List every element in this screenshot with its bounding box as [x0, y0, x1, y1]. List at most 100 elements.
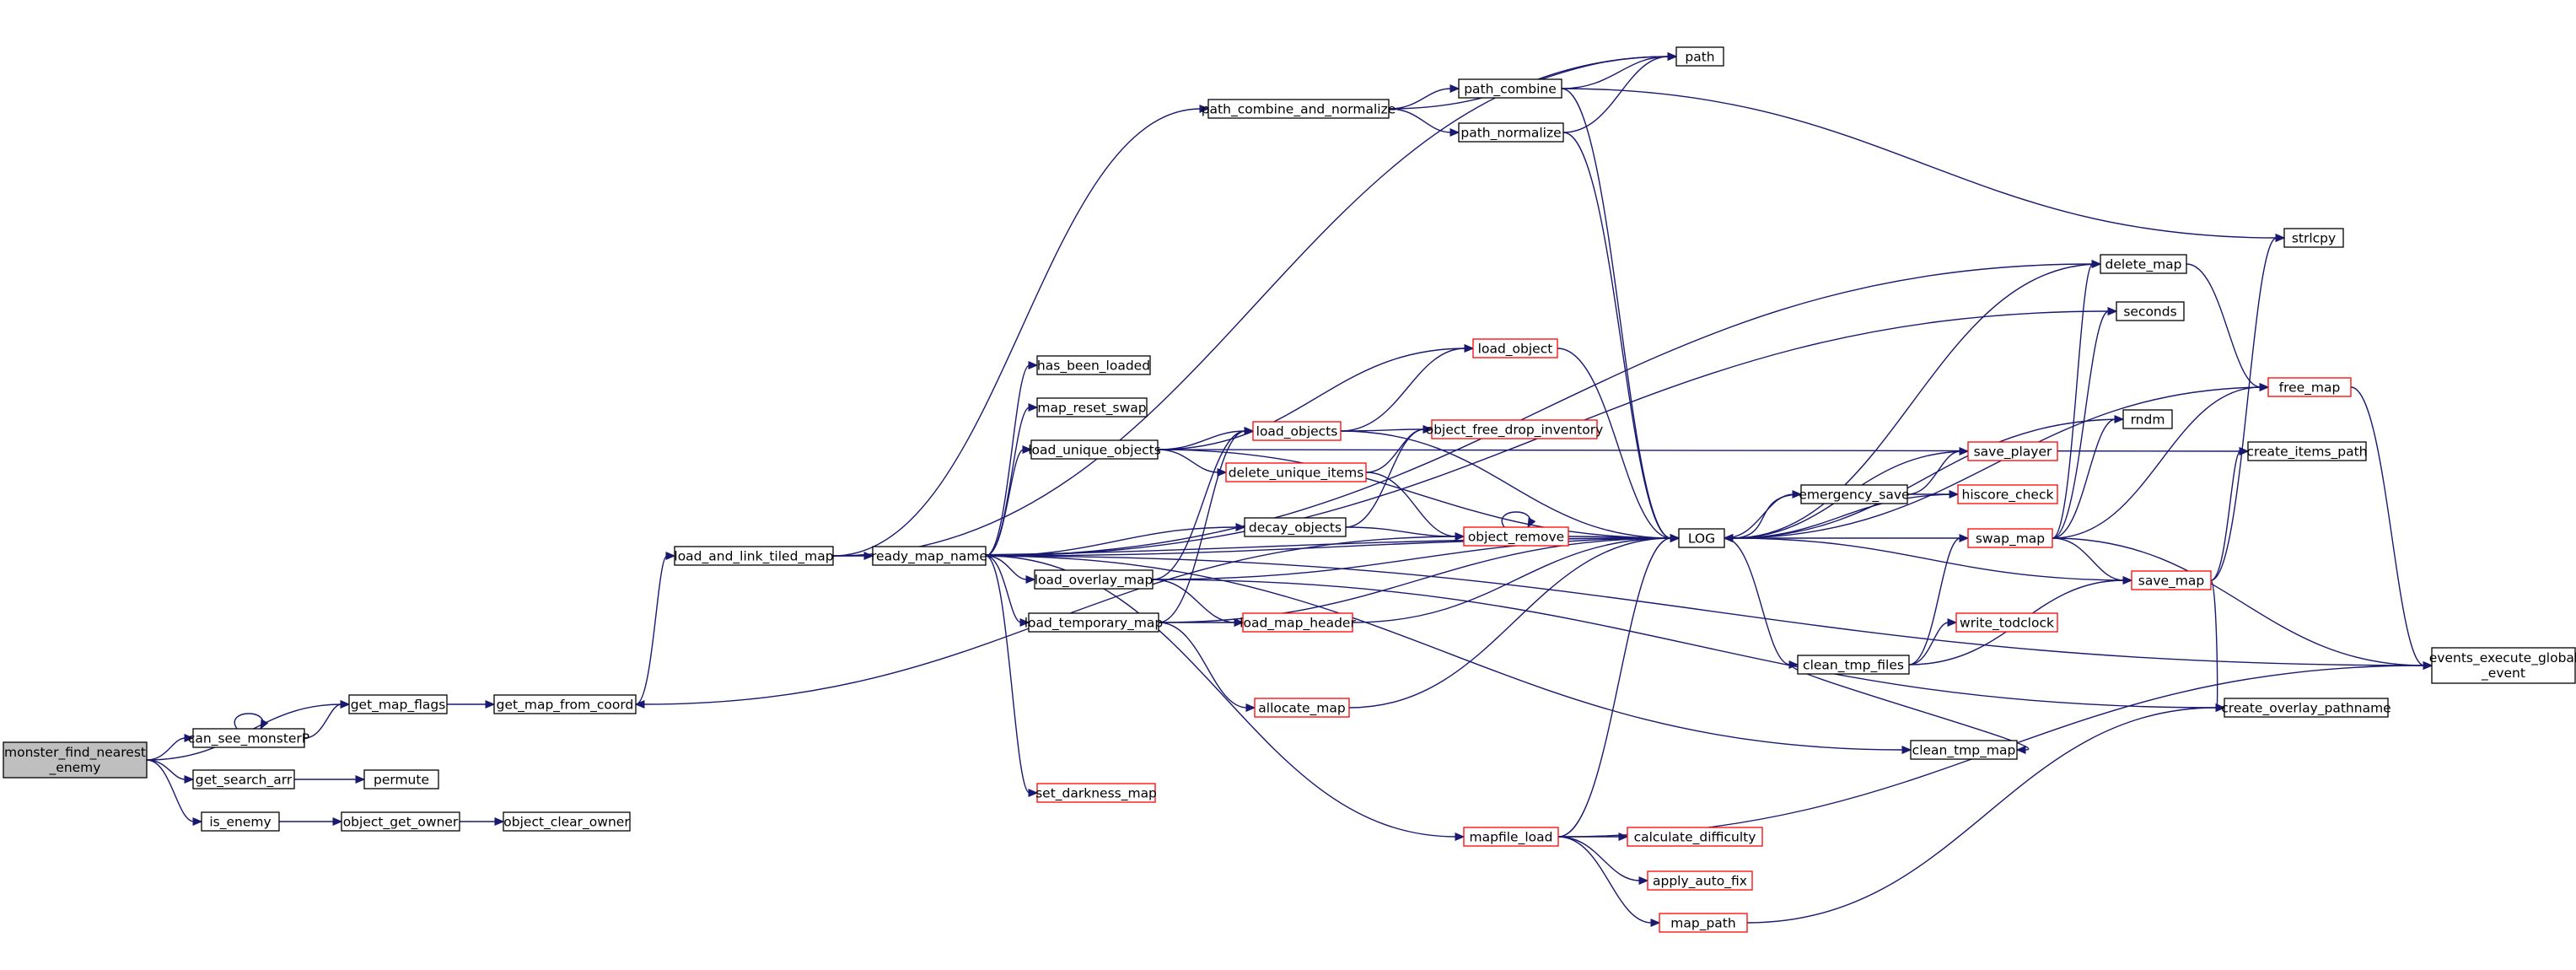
node-load_overlay_map[interactable]: load_overlay_map [1034, 569, 1154, 590]
node-map_path[interactable]: map_path [1659, 913, 1748, 933]
node-object_remove[interactable]: object_remove [1463, 526, 1569, 547]
call-edge-path_normalize-to-LOG [1562, 132, 1681, 542]
node-strlcpy[interactable]: strlcpy [2283, 228, 2344, 248]
call-edge-ready_map_name-to-delete_map [985, 260, 2102, 557]
call-edge-save_map-to-create_overlay_pathname [2210, 579, 2226, 712]
node-label: seconds [2123, 304, 2176, 320]
node-seconds[interactable]: seconds [2116, 301, 2185, 321]
node-delete_map[interactable]: delete_map [2100, 254, 2187, 274]
node-label: LOG [1688, 531, 1715, 547]
node-save_player[interactable]: save_player [1967, 441, 2058, 461]
call-edge-object_get_owner-to-object_clear_owner [459, 817, 505, 826]
node-can_see_monsterP[interactable]: can_see_monsterP [188, 728, 309, 748]
node-label: load_unique_objects [1028, 443, 1161, 459]
node-label: get_map_from_coord [497, 698, 634, 714]
node-clean_tmp_files[interactable]: clean_tmp_files [1797, 655, 1910, 675]
node-box [1244, 517, 1347, 537]
node-create_overlay_pathname[interactable]: create_overlay_pathname [2221, 698, 2391, 718]
node-box [1028, 612, 1159, 633]
node-ready_map_name[interactable]: ready_map_name [871, 546, 987, 566]
node-label: create_overlay_pathname [2221, 701, 2390, 717]
node-events_execute_global_event[interactable]: events_execute_global_event [2429, 647, 2576, 684]
arrowhead [332, 817, 343, 826]
call-edge-monster_find_nearest_enemy-to-can_see_monsterP [146, 734, 195, 761]
node-path_normalize[interactable]: path_normalize [1458, 122, 1564, 143]
node-emergency_save[interactable]: emergency_save [1799, 484, 1910, 504]
node-path[interactable]: path [1675, 46, 1724, 67]
arrowhead [634, 700, 645, 709]
node-box [1254, 698, 1350, 718]
call-edge-swap_map-to-seconds [2052, 307, 2118, 539]
node-label: _event [2481, 666, 2525, 682]
node-calculate_difficulty[interactable]: calculate_difficulty [1627, 827, 1763, 847]
node-box [1955, 612, 2058, 633]
node-hiscore_check[interactable]: hiscore_check [1957, 484, 2058, 504]
arrowhead [355, 775, 366, 784]
node-label: create_items_path [2246, 445, 2367, 461]
node-load_map_header[interactable]: load_map_header [1240, 612, 1356, 633]
node-save_map[interactable]: save_map [2131, 570, 2212, 590]
node-permute[interactable]: permute [363, 769, 439, 789]
node-box [2122, 409, 2173, 429]
node-label: calculate_difficulty [1634, 830, 1756, 846]
node-is_enemy[interactable]: is_enemy [201, 811, 280, 832]
call-edge-save_map-to-create_items_path [2210, 447, 2250, 581]
arrowhead [494, 817, 505, 826]
node-monster_find_nearest_enemy[interactable]: monster_find_nearest_enemy [3, 741, 148, 779]
node-create_items_path[interactable]: create_items_path [2246, 441, 2368, 461]
call-edge-ready_map_name-to-map_reset_swap [985, 403, 1039, 557]
node-swap_map[interactable]: swap_map [1967, 528, 2053, 548]
node-load_objects[interactable]: load_objects [1252, 421, 1342, 441]
node-label: save_map [2138, 574, 2204, 590]
node-set_darkness_map[interactable]: set_darkness_map [1035, 783, 1157, 803]
node-get_search_arr[interactable]: get_search_arr [192, 769, 295, 789]
call-edge-load_and_link_tiled_map-to-path_combine_and_normalize [832, 105, 1210, 557]
node-box [2116, 301, 2185, 321]
node-has_been_loaded[interactable]: has_been_loaded [1036, 355, 1151, 375]
call-edge-ready_map_name-to-clean_tmp_map [985, 555, 1912, 754]
call-edge-load_unique_objects-to-create_items_path [1157, 447, 2250, 455]
node-box [1800, 484, 1908, 504]
arrowhead [1650, 919, 1661, 927]
call-edge-load_temporary_map-to-load_objects [1158, 427, 1255, 623]
node-box [1036, 397, 1148, 418]
node-delete_unique_items[interactable]: delete_unique_items [1225, 462, 1367, 482]
node-object_clear_owner[interactable]: object_clear_owner [503, 811, 631, 832]
node-path_combine[interactable]: path_combine [1458, 78, 1562, 99]
node-box [192, 769, 295, 789]
node-label: decay_objects [1249, 520, 1342, 536]
node-load_object[interactable]: load_object [1472, 338, 1558, 358]
node-box [1627, 827, 1763, 847]
node-path_combine_and_normalize[interactable]: path_combine_and_normalize [1202, 99, 1396, 119]
call-graph-nodes: monster_find_nearest_enemyget_map_flagsc… [3, 46, 2576, 933]
node-rndm[interactable]: rndm [2122, 409, 2173, 429]
node-load_and_link_tiled_map[interactable]: load_and_link_tiled_map [674, 546, 834, 566]
node-label: swap_map [1976, 531, 2045, 547]
arrowhead [1455, 833, 1465, 841]
arrowhead [1028, 403, 1039, 412]
node-box [1463, 827, 1559, 847]
node-map_reset_swap[interactable]: map_reset_swap [1036, 397, 1148, 418]
node-write_todclock[interactable]: write_todclock [1955, 612, 2058, 633]
node-get_map_flags[interactable]: get_map_flags [348, 694, 448, 714]
node-label: path_normalize [1460, 126, 1561, 142]
node-label: map_path [1670, 916, 1735, 932]
node-label: has_been_loaded [1037, 358, 1150, 375]
node-load_unique_objects[interactable]: load_unique_objects [1028, 439, 1161, 460]
node-load_temporary_map[interactable]: load_temporary_map [1024, 612, 1164, 633]
node-get_map_from_coord[interactable]: get_map_from_coord [493, 694, 637, 714]
node-allocate_map[interactable]: allocate_map [1254, 698, 1350, 718]
node-box [2431, 647, 2576, 684]
call-edge-load_unique_objects-to-load_objects [1157, 427, 1255, 450]
node-decay_objects[interactable]: decay_objects [1244, 517, 1347, 537]
node-label: allocate_map [1258, 701, 1345, 717]
node-apply_auto_fix[interactable]: apply_auto_fix [1647, 870, 1753, 891]
node-object_get_owner[interactable]: object_get_owner [341, 811, 460, 832]
node-LOG[interactable]: LOG [1678, 528, 1725, 548]
node-object_free_drop_inventory[interactable]: object_free_drop_inventory [1426, 419, 1604, 439]
node-clean_tmp_map[interactable]: clean_tmp_map [1910, 740, 2018, 760]
node-free_map[interactable]: free_map [2267, 377, 2352, 397]
node-box [1967, 528, 2053, 548]
node-mapfile_load[interactable]: mapfile_load [1463, 827, 1559, 847]
